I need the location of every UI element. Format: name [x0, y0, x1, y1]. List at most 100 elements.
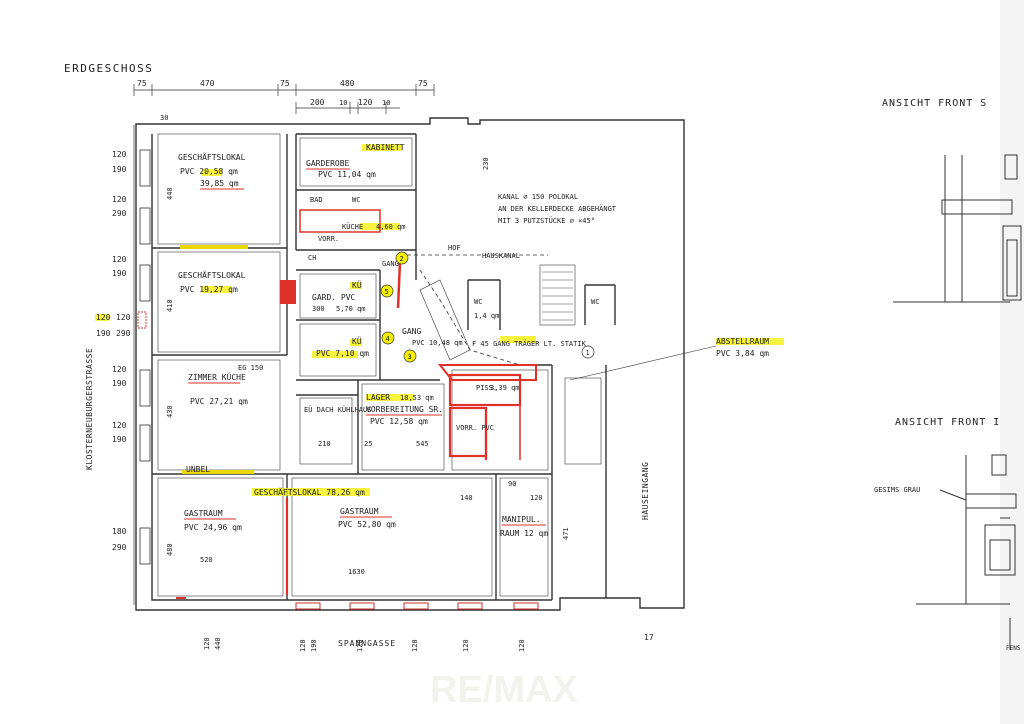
dim-left-0: 120 [112, 150, 127, 159]
dim-left-extra-2: 190 [96, 329, 111, 338]
room-label: GESCHÄFTSLOKAL [178, 270, 246, 280]
room-label: KÜ [352, 280, 362, 290]
dim-misc-0: 440 [166, 187, 174, 200]
room-area: 5,70 qm [336, 305, 366, 313]
dim-left-extra-3: 290 [116, 329, 131, 338]
dim-left-7: 190 [112, 379, 127, 388]
dim-left-5: 190 [112, 269, 127, 278]
room-label: KÜ [352, 336, 362, 346]
plan-title: ERDGESCHOSS [64, 62, 153, 75]
highlights [180, 144, 784, 496]
dimension-chain-top [133, 84, 435, 114]
south-dim-1: 440 [214, 637, 222, 650]
room-label: ZIMMER KÜCHE [188, 372, 246, 382]
room-label: VORBEREITUNG SR. [366, 405, 443, 414]
room-label: GANG [402, 327, 421, 336]
note-kanal-1: KANAL ⌀ 150 POLOKAL [498, 193, 578, 201]
interior-dimensions: 440 410 430 480 520 1630 210 25 545 140 … [160, 114, 570, 576]
dim-top-5: 200 [310, 98, 325, 107]
room-label: VORR. [318, 235, 339, 243]
dim-misc-6: 210 [318, 440, 331, 448]
dim-left-1: 190 [112, 165, 127, 174]
note-traeger: F 45 GANG TRÄGER LT. STATIK [472, 339, 587, 348]
room-label: BAD [310, 196, 323, 204]
elevation-1 [893, 154, 1022, 303]
room-area: PVC 11,04 qm [318, 170, 376, 179]
room-dim: 300 [312, 305, 325, 313]
dim-top-7: 120 [358, 98, 373, 107]
dim-left-10: 180 [112, 527, 127, 536]
room-label: EÜ DACH KÜHLHAUS [304, 405, 371, 414]
dim-misc-2: 430 [166, 405, 174, 418]
dim-misc-8: 545 [416, 440, 429, 448]
marker-3: 3 [408, 353, 412, 361]
note-kanal-2: AN DER KELLERDECKE ABGEHÄNGT [498, 204, 617, 213]
dim-highlight [95, 314, 109, 321]
room-label: UNBEL [186, 465, 210, 474]
room-area: 4,60 qm [376, 223, 406, 231]
dim-left-4: 120 [112, 255, 127, 264]
room-label: LAGER [366, 393, 390, 402]
room-area: PVC 12,58 qm [370, 417, 428, 426]
room-area: PVC 7,10 qm [316, 349, 369, 358]
dim-misc-5: 1630 [348, 568, 365, 576]
remax-watermark: RE/MAX [430, 669, 578, 711]
fen-label: FENS [1006, 645, 1021, 652]
marker-2: 2 [400, 255, 404, 263]
room-label: GESCHÄFTSLOKAL 78,26 qm [254, 487, 365, 497]
dim-misc-14: 230 [482, 157, 490, 170]
street-south: SPANNGASSE [338, 639, 396, 648]
page-edge [1000, 0, 1024, 724]
dim-misc-4: 520 [200, 556, 213, 564]
room-label: GANG [382, 260, 399, 268]
south-openings [295, 602, 539, 610]
dim-top-0: 75 [137, 79, 147, 88]
room-label: GASTRAUM [340, 507, 379, 516]
dim-left-9: 190 [112, 435, 127, 444]
room-area: 39,85 qm [200, 179, 239, 188]
room-area: PVC 10,48 qm [412, 339, 463, 347]
room-area: PVC 24,96 qm [184, 523, 242, 532]
room-label: WC [352, 196, 360, 204]
south-dim-0: 120 [203, 637, 211, 650]
marker-1: 1 [586, 349, 590, 357]
street-entrance: HAUSEINGANG [641, 462, 650, 520]
room-label: PISS. [476, 384, 497, 392]
dim-misc-9: 140 [460, 494, 473, 502]
dim-left-extra-0: 120 [96, 313, 111, 322]
south-dim-labels: 120 440 120 190 120 120 120 120 [203, 637, 526, 652]
dim-left-6: 120 [112, 365, 127, 374]
gesims-label: GESIMS GRAU [874, 486, 920, 494]
dim-top-4: 75 [418, 79, 428, 88]
room-label: ABSTELLRAUM [716, 337, 769, 346]
room-area: PVC 27,21 qm [190, 397, 248, 406]
marker-4: 4 [386, 335, 390, 343]
dim-misc-13: 471 [562, 527, 570, 540]
markers: 1 2 3 4 5 [380, 251, 595, 363]
dim-top-2: 75 [280, 79, 290, 88]
dim-misc-17: 30 [160, 114, 168, 122]
dim-top-3: 480 [340, 79, 355, 88]
dim-misc-11: 120 [530, 494, 543, 502]
note-hauskanal: HAUSKANAL [482, 252, 520, 260]
dim-left-3: 290 [112, 209, 127, 218]
dim-top-8: 10 [382, 99, 390, 107]
dim-top-1: 470 [200, 79, 215, 88]
elevation-title-2: ANSICHT FRONT I [895, 417, 1000, 428]
room-label: KÜCHE [342, 222, 363, 231]
dim-left-2: 120 [112, 195, 127, 204]
dim-left-extra-1: 120 [116, 313, 131, 322]
south-dim-7: 120 [518, 639, 526, 652]
south-dim-6: 120 [462, 639, 470, 652]
note-kanal-3: MIT 3 PUTZSTÜCKE ⌀ ×45° [498, 216, 595, 225]
dim-left-11: 290 [112, 543, 127, 552]
room-label: GESCHÄFTSLOKAL [178, 152, 246, 162]
dim-left-8: 120 [112, 421, 127, 430]
room-area: 1,4 qm [474, 312, 499, 320]
dim-top-6: 10 [339, 99, 347, 107]
room-label: CH [308, 254, 316, 262]
west-windows [139, 149, 151, 565]
room-area: 18,53 qm [400, 394, 434, 402]
room-label: GASTRAUM [184, 509, 223, 518]
